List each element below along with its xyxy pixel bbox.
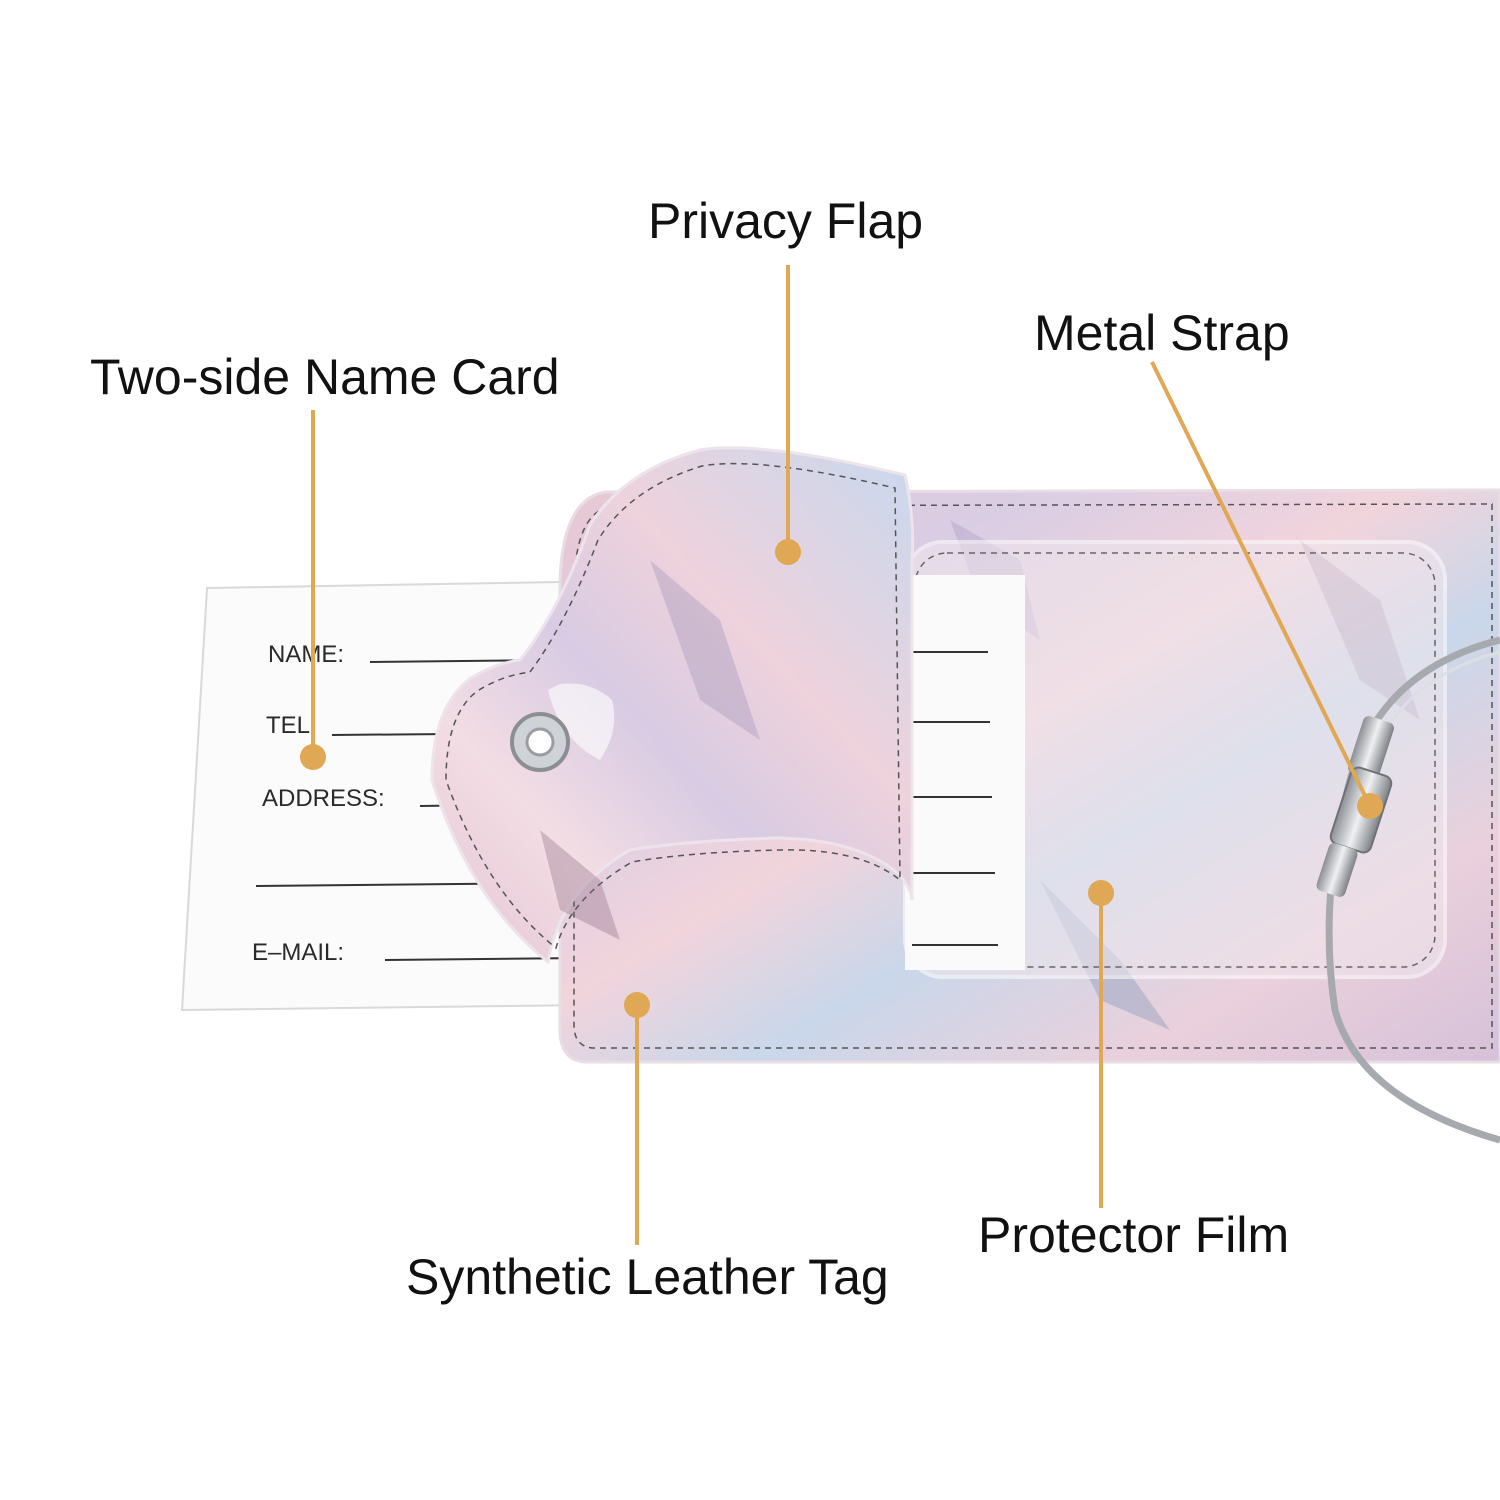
protector-film-label: Protector Film [978,1207,1290,1263]
metal-strap [1316,636,1500,1144]
callout-lines [300,265,1383,1245]
name-card-label: Two-side Name Card [90,349,560,405]
name-card-callout-dot [300,744,326,770]
metal-strap-callout-line [1150,361,1372,807]
email-field-line [384,957,586,961]
privacy-flap-label: Privacy Flap [648,193,924,249]
metal-strap-label: Metal Strap [1034,305,1290,361]
name-field-label: NAME: [268,641,344,668]
leather-tag-label: Synthetic Leather Tag [406,1249,889,1305]
protector-film [903,540,1447,979]
leather-tag-callout-dot [624,992,650,1018]
privacy-flap-callout-dot [775,539,801,565]
privacy-flap [430,446,915,965]
protector-film-callout-dot [1088,880,1114,906]
metal-strap-callout-dot [1357,793,1383,819]
email-field-label: E–MAIL: [252,939,344,966]
tel-field-label: TEL: [266,712,317,739]
address-field-label: ADDRESS: [262,785,385,812]
